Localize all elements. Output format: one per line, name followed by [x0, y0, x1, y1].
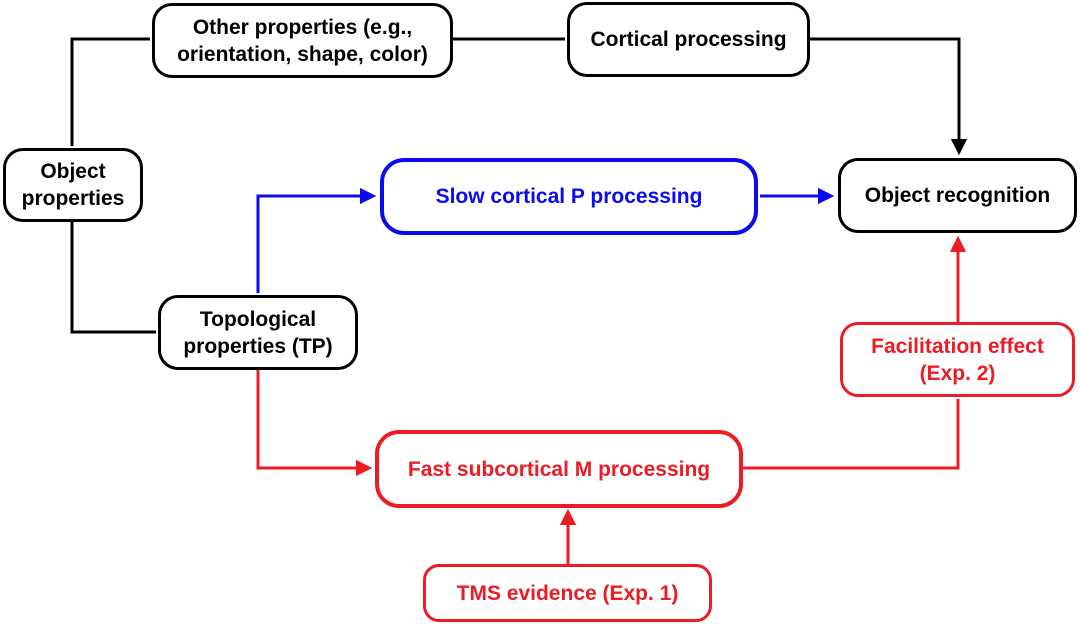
node-label: Slow cortical P processing: [435, 185, 703, 208]
node-label: Other properties (e.g., orientation, sha…: [177, 15, 428, 66]
node-label: TMS evidence (Exp. 1): [456, 581, 679, 605]
edge-cortical-to-recognition: [810, 37, 968, 156]
node-slow-cortical-p-processing: Slow cortical P processing: [380, 158, 758, 235]
node-cortical-processing: Cortical processing: [567, 2, 810, 77]
node-label: Fast subcortical M processing: [407, 457, 711, 481]
node-topological-properties: Topological properties (TP): [158, 295, 358, 370]
node-label: Cortical processing: [590, 28, 787, 51]
node-label: Object recognition: [864, 184, 1051, 207]
node-other-properties: Other properties (e.g., orientation, sha…: [152, 3, 453, 78]
node-object-properties: Object properties: [3, 148, 143, 222]
node-fast-subcortical-m-processing: Fast subcortical M processing: [375, 430, 743, 508]
node-label: Topological properties (TP): [183, 307, 333, 358]
edge-fast-to-facilitation: [741, 399, 960, 470]
node-label: Object properties: [21, 160, 125, 210]
edge-topological-to-slow: [256, 187, 377, 293]
node-tms-evidence: TMS evidence (Exp. 1): [423, 564, 712, 622]
edge-object-to-other: [70, 37, 150, 146]
edge-object-to-topological: [70, 220, 156, 334]
node-object-recognition: Object recognition: [838, 158, 1077, 233]
edge-topological-to-fast: [256, 368, 373, 477]
node-facilitation-effect: Facilitation effect (Exp. 2): [840, 322, 1075, 397]
node-label: Facilitation effect (Exp. 2): [871, 334, 1044, 385]
